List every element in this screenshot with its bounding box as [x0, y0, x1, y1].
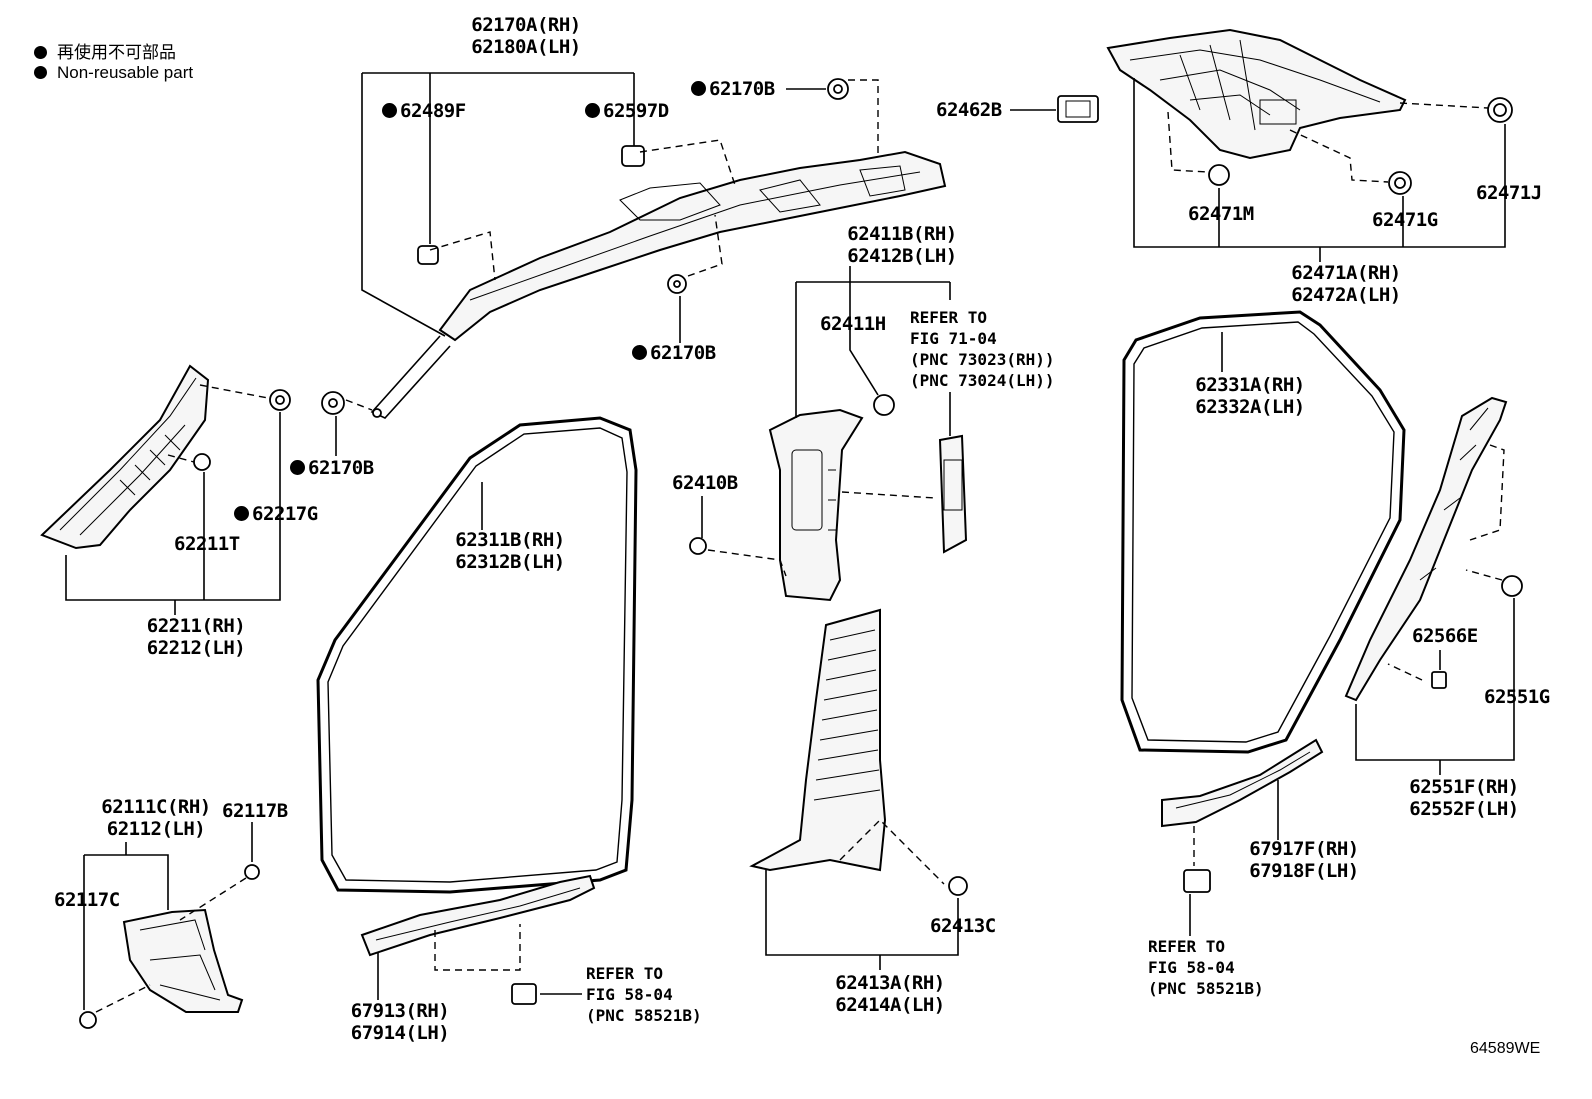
label-62170B-left[interactable]: 62170B — [290, 457, 374, 479]
illustration-code: 64589WE — [1470, 1040, 1541, 1057]
clip-62471J[interactable] — [1487, 97, 1513, 123]
label-62471A[interactable]: 62471A(RH)62472A(LH) — [1291, 262, 1401, 306]
non-reusable-dot-icon — [290, 460, 305, 475]
clip-62411H[interactable] — [873, 394, 895, 416]
label-62170B-mid[interactable]: 62170B — [632, 342, 716, 364]
label-67913[interactable]: 67913(RH)67914(LH) — [350, 1000, 450, 1044]
front-pillar-garnish[interactable] — [40, 364, 210, 550]
roof-side-garnish[interactable] — [1106, 28, 1407, 160]
rear-scuff-plate[interactable] — [1161, 738, 1324, 828]
clip-58521B-left[interactable] — [511, 983, 537, 1005]
label-62489F[interactable]: 62489F — [382, 100, 466, 122]
clip-62551G[interactable] — [1501, 575, 1523, 597]
label-62217G[interactable]: 62217G — [234, 503, 318, 525]
clip-62217G[interactable] — [269, 389, 291, 411]
label-62413C[interactable]: 62413C — [930, 915, 996, 937]
clip-62413C[interactable] — [948, 876, 968, 896]
front-door-weatherstrip[interactable] — [316, 416, 638, 894]
label-62117C[interactable]: 62117C — [54, 889, 120, 911]
non-reusable-dot-icon — [382, 103, 397, 118]
label-62471J[interactable]: 62471J — [1476, 182, 1542, 204]
seat-belt-adjuster[interactable] — [938, 434, 968, 554]
non-reusable-dot-icon — [34, 66, 47, 79]
clip-62211T[interactable] — [193, 453, 211, 471]
label-67917F[interactable]: 67917F(RH)67918F(LH) — [1249, 838, 1359, 882]
front-scuff-plate[interactable] — [360, 874, 596, 957]
curtain-airbag[interactable] — [370, 150, 947, 419]
legend-jp: 再使用不可部品 — [34, 38, 176, 63]
label-62411B[interactable]: 62411B(RH)62412B(LH) — [847, 223, 957, 267]
label-62211[interactable]: 62211(RH)62212(LH) — [146, 615, 246, 659]
non-reusable-dot-icon — [632, 345, 647, 360]
label-62413A[interactable]: 62413A(RH)62414A(LH) — [835, 972, 945, 1016]
label-62471G[interactable]: 62471G — [1372, 209, 1438, 231]
clip-58521B-right[interactable] — [1183, 869, 1211, 893]
label-62117B[interactable]: 62117B — [222, 800, 288, 822]
label-62411H[interactable]: 62411H — [820, 313, 886, 335]
label-62551G[interactable]: 62551G — [1484, 686, 1550, 708]
clip-62597D[interactable] — [621, 145, 645, 167]
label-62566E[interactable]: 62566E — [1412, 625, 1478, 647]
rear-door-weatherstrip[interactable] — [1120, 310, 1406, 754]
clip-62117C[interactable] — [79, 1011, 97, 1029]
center-pillar-lower-garnish[interactable] — [749, 608, 887, 872]
rear-door-opening-trim[interactable] — [1344, 396, 1508, 702]
clip-62117B[interactable] — [244, 864, 260, 880]
clip-62170B-mid[interactable] — [667, 274, 687, 294]
label-62331A[interactable]: 62331A(RH)62332A(LH) — [1195, 374, 1305, 418]
label-62597D[interactable]: 62597D — [585, 100, 669, 122]
label-62111C[interactable]: 62111C(RH)62112(LH) — [101, 796, 211, 840]
clip-62566E[interactable] — [1431, 671, 1447, 689]
label-62410B[interactable]: 62410B — [672, 472, 738, 494]
clip-62410B[interactable] — [689, 537, 707, 555]
cowl-side-trim[interactable] — [122, 908, 244, 1013]
clip-62489F[interactable] — [417, 245, 439, 265]
clip-62462B[interactable] — [1057, 95, 1099, 123]
label-62551F[interactable]: 62551F(RH)62552F(LH) — [1409, 776, 1519, 820]
label-62311B[interactable]: 62311B(RH)62312B(LH) — [455, 529, 565, 573]
clip-62471G[interactable] — [1388, 171, 1412, 195]
clip-62170B-top[interactable] — [827, 78, 849, 100]
label-62211T[interactable]: 62211T — [174, 533, 240, 555]
non-reusable-dot-icon — [585, 103, 600, 118]
non-reusable-dot-icon — [691, 81, 706, 96]
non-reusable-dot-icon — [234, 506, 249, 521]
clip-62471M[interactable] — [1208, 164, 1230, 186]
clip-62170B-left[interactable] — [321, 391, 345, 415]
label-62471M[interactable]: 62471M — [1188, 203, 1254, 225]
label-62462B[interactable]: 62462B — [936, 99, 1002, 121]
label-62170A[interactable]: 62170A(RH)62180A(LH) — [471, 14, 581, 58]
center-pillar-upper-garnish[interactable] — [768, 408, 864, 602]
non-reusable-dot-icon — [34, 46, 47, 59]
legend-en: Non-reusable part — [34, 63, 193, 83]
label-62170B-top[interactable]: 62170B — [691, 78, 775, 100]
